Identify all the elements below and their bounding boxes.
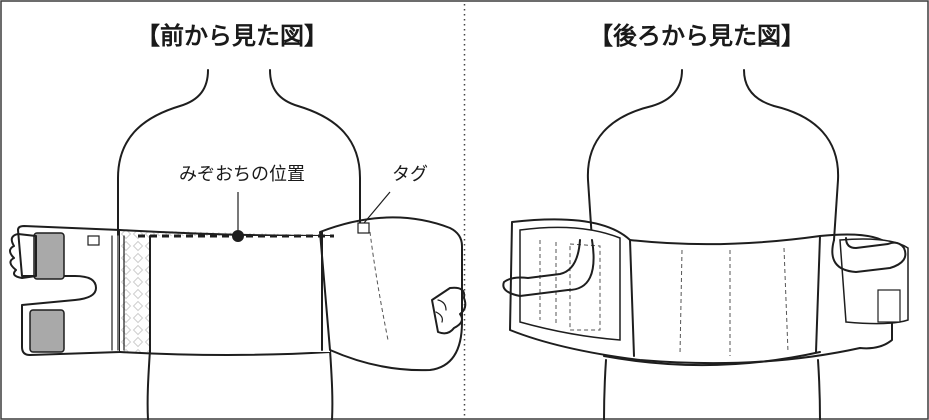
front-belt-bottom-edge: [119, 351, 331, 356]
back-right-arm: [831, 237, 907, 273]
front-torso-inside: [150, 236, 330, 352]
solar-plexus-label: みぞおちの位置: [179, 164, 305, 185]
front-belt-left-flap: [17, 225, 121, 356]
front-right-hand-fingers: [435, 299, 447, 323]
tag-label: タグ: [392, 164, 428, 185]
back-left-inner-stitching: [539, 240, 601, 331]
back-right-buckle: [877, 289, 901, 323]
front-right-flap-seam: [369, 231, 389, 341]
front-view: 【前から見た図】 タグ: [9, 22, 467, 420]
front-velcro-pad-upper: [33, 232, 65, 280]
back-view-title: 【後ろから見た図】: [589, 22, 805, 50]
front-right-hand: [431, 286, 467, 335]
front-belt-top-edge: [119, 229, 331, 237]
front-body-outline: [117, 69, 361, 420]
back-left-arm: [502, 239, 595, 297]
front-small-tab: [87, 235, 100, 246]
front-view-title: 【前から見た図】: [136, 22, 328, 50]
back-belt-bottom-edge: [603, 351, 821, 367]
front-tag-square: [357, 222, 370, 234]
back-body-outline: [586, 69, 840, 420]
back-view: 【後ろから見た図】: [502, 22, 909, 420]
back-torso-lines: [629, 235, 821, 357]
solar-plexus-marker: [232, 230, 244, 242]
tag-leader-line: [363, 191, 391, 224]
front-left-hand: [9, 233, 37, 279]
front-velcro-pad-lower: [29, 309, 65, 353]
back-belt-seams: [679, 247, 789, 356]
